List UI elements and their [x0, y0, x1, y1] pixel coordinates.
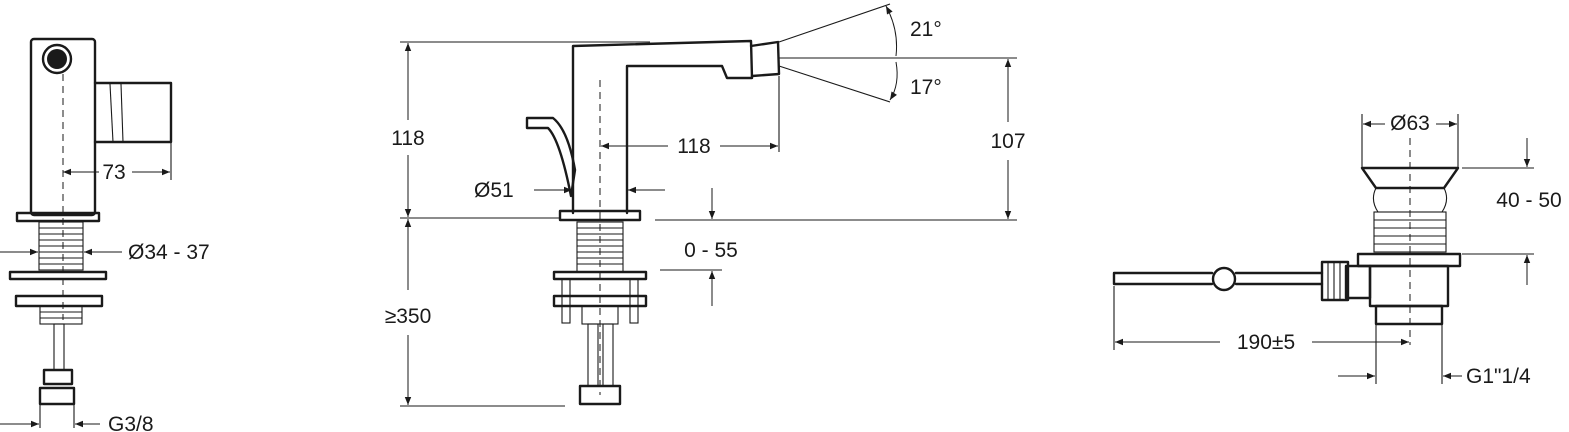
label-inlet-connection: G3/8 [108, 413, 154, 432]
label-spout-outlet-height: 107 [990, 130, 1025, 153]
label-waste-diameter: Ø63 [1390, 112, 1430, 135]
label-deck-thickness: 0 - 55 [684, 239, 738, 262]
label-spout-reach: 118 [677, 135, 710, 158]
label-total-height: 118 [391, 127, 424, 150]
label-basin-thickness: 40 - 50 [1496, 189, 1561, 212]
label-side-depth: 73 [102, 161, 125, 184]
front-view: 118 ≥350 118 Ø51 0 - 55 21° 17° 107 [385, 3, 1026, 407]
side-thread [38, 221, 84, 271]
side-view: 73 Ø34 - 37 G3/8 [0, 37, 210, 432]
label-rod-length: 190±5 [1237, 331, 1295, 354]
label-nozzle-angle-up: 21° [910, 18, 942, 41]
label-nozzle-angle-down: 17° [910, 76, 942, 99]
waste-view: Ø63 40 - 50 190±5 G1"1/4 [1112, 112, 1562, 388]
label-base-diameter: Ø51 [474, 179, 514, 202]
label-waste-connection: G1"1/4 [1466, 365, 1531, 388]
label-thread-diameter: Ø34 - 37 [128, 241, 210, 264]
label-under-deck-length: ≥350 [385, 305, 432, 328]
